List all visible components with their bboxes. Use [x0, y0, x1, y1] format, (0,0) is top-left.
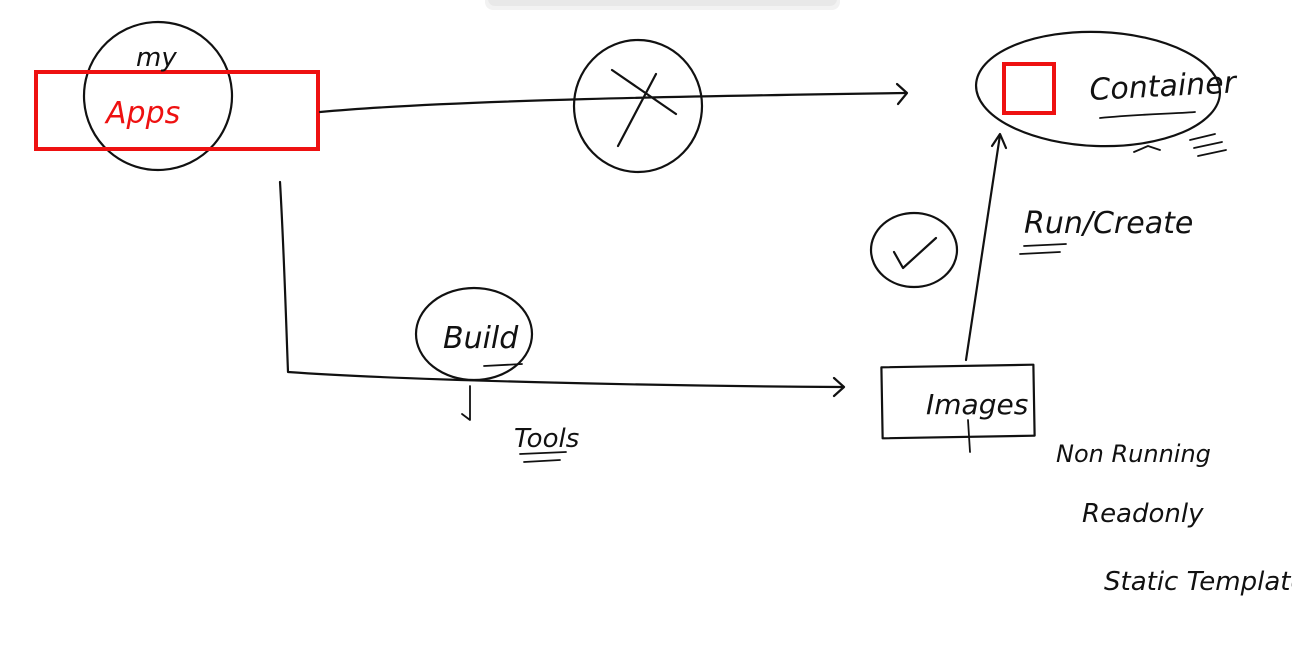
images-label: Images	[926, 388, 1028, 421]
run-create-label: Run/Create	[1024, 206, 1193, 241]
non-running-label: Non Running	[1056, 440, 1211, 468]
build-ellipse	[414, 286, 534, 382]
check-circle-icon	[869, 211, 959, 289]
images-node: Images	[880, 363, 1036, 453]
red-square-icon	[1002, 62, 1056, 115]
apps-label: Apps	[104, 96, 180, 131]
build-node: Build	[414, 286, 534, 382]
my-label: my	[136, 43, 177, 73]
my-apps-circle	[82, 20, 234, 172]
readonly-label: Readonly	[1082, 499, 1204, 529]
tools-node: Tools	[461, 385, 579, 463]
build-arrow	[278, 180, 846, 398]
tools-label: Tools	[514, 424, 579, 454]
toolbar-shadow	[485, 0, 840, 10]
images-box	[880, 363, 1036, 440]
direct-arrow	[318, 82, 909, 114]
down-arrow-icon	[461, 385, 471, 421]
run-create-arrow	[964, 132, 1008, 362]
run-create-label-group: Run/Create	[1019, 206, 1193, 255]
my-apps-node: my Apps	[34, 20, 320, 172]
image-notes: Non Running Readonly Static Template	[1056, 440, 1292, 597]
container-node: Container	[974, 30, 1239, 157]
x-circle-icon	[572, 38, 704, 174]
container-ellipse	[974, 30, 1222, 148]
container-label: Container	[1089, 65, 1239, 108]
build-label: Build	[443, 321, 519, 356]
apps-red-box	[34, 70, 320, 151]
static-template-label: Static Template	[1104, 567, 1292, 597]
